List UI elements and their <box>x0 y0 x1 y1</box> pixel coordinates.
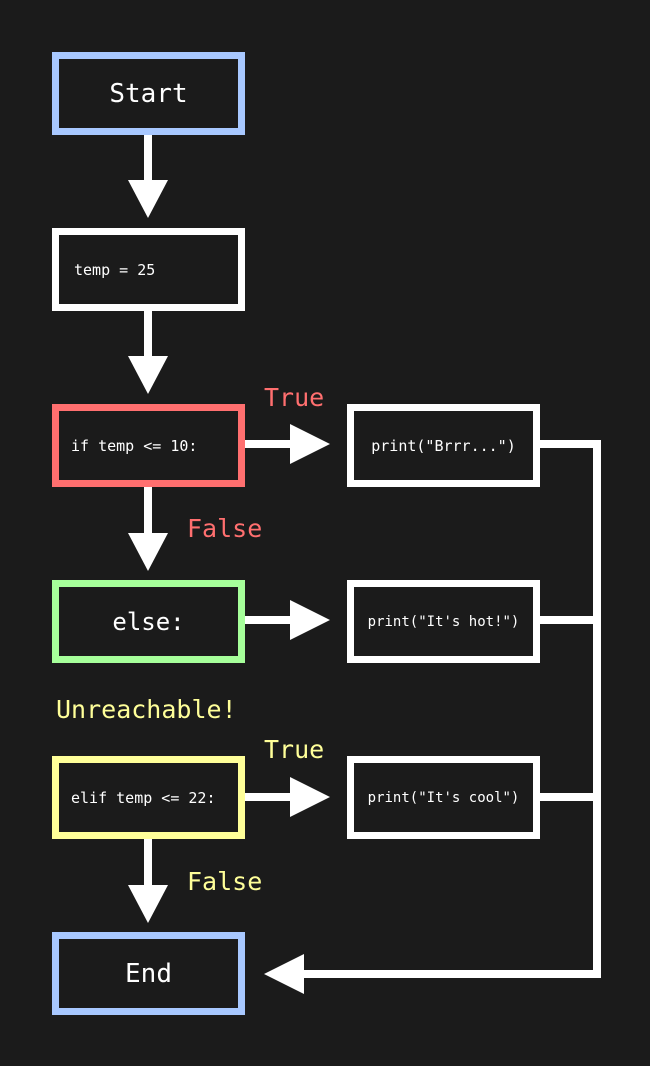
print-cool-node: print("It's cool") <box>347 756 540 839</box>
arrowhead-left-end <box>264 954 304 994</box>
if-false-label: False <box>187 514 263 543</box>
arrowhead-down-4 <box>128 885 168 923</box>
print-cool-label: print("It's cool") <box>367 789 520 806</box>
print-hot-node: print("It's hot!") <box>347 580 540 663</box>
end-node: End <box>52 932 245 1015</box>
assign-node: temp = 25 <box>52 228 245 311</box>
start-node: Start <box>52 52 245 135</box>
elif-node-label: elif temp <= 22: <box>71 788 216 807</box>
if-node: if temp <= 10: <box>52 404 245 487</box>
print-brrr-node: print("Brrr...") <box>347 404 540 487</box>
print-brrr-label: print("Brrr...") <box>371 436 516 455</box>
arrowhead-down-1 <box>128 180 168 218</box>
start-node-label: Start <box>109 78 188 109</box>
arrowhead-right-3 <box>290 777 330 817</box>
elif-node: elif temp <= 22: <box>52 756 245 839</box>
end-node-label: End <box>125 958 172 989</box>
merge-line-to-end <box>302 440 601 978</box>
elif-true-label: True <box>264 735 325 764</box>
else-node-label: else: <box>112 607 185 636</box>
elif-false-label: False <box>187 867 263 896</box>
arrowhead-down-2 <box>128 356 168 394</box>
arrowhead-right-1 <box>290 424 330 464</box>
arrowhead-down-3 <box>128 533 168 571</box>
arrowhead-right-2 <box>290 600 330 640</box>
else-node: else: <box>52 580 245 663</box>
unreachable-label: Unreachable! <box>56 695 237 724</box>
print-hot-label: print("It's hot!") <box>367 613 520 630</box>
assign-node-label: temp = 25 <box>74 260 156 279</box>
if-node-label: if temp <= 10: <box>71 436 198 455</box>
if-true-label: True <box>264 383 325 412</box>
